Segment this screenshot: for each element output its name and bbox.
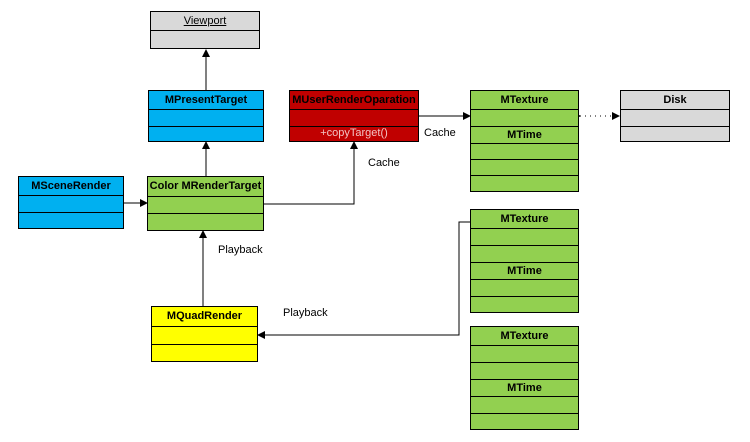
viewport-box: Viewport bbox=[150, 11, 260, 49]
cache-label-mid: Cache bbox=[368, 157, 400, 169]
disk-title: Disk bbox=[663, 94, 687, 106]
render-target-title: Color MRenderTarget bbox=[149, 180, 262, 192]
texture-group-1-box: MTexture MTime bbox=[470, 90, 579, 192]
texture-1-title: MTexture bbox=[500, 94, 549, 106]
cache-label-top: Cache bbox=[424, 127, 456, 139]
viewport-title: Viewport bbox=[183, 15, 227, 27]
playback-label-vertical: Playback bbox=[218, 244, 263, 256]
playback-label-horizontal: Playback bbox=[283, 307, 328, 319]
user-render-operation-title: MUserRenderOparation bbox=[292, 94, 416, 106]
quad-render-title: MQuadRender bbox=[166, 310, 243, 322]
present-target-box: MPresentTarget bbox=[148, 90, 264, 142]
texture-group-3-box: MTexture MTime bbox=[470, 326, 579, 430]
user-render-operation-box: MUserRenderOparation +copyTarget() bbox=[289, 90, 419, 142]
copy-target-operation: +copyTarget() bbox=[290, 126, 418, 142]
scene-render-box: MSceneRender bbox=[18, 176, 124, 229]
scene-render-title: MSceneRender bbox=[31, 180, 111, 192]
texture-2-title: MTexture bbox=[500, 213, 549, 225]
present-target-title: MPresentTarget bbox=[164, 94, 248, 106]
texture-3-title: MTexture bbox=[500, 330, 549, 342]
quad-render-box: MQuadRender bbox=[151, 306, 258, 362]
edge-rendertarget-to-userop bbox=[263, 141, 358, 205]
edge-texture2-to-quad bbox=[257, 221, 470, 339]
time-2-title: MTime bbox=[471, 262, 578, 279]
time-1-title: MTime bbox=[471, 126, 578, 143]
render-target-box: Color MRenderTarget bbox=[147, 176, 264, 231]
disk-box: Disk bbox=[620, 90, 730, 142]
texture-group-2-box: MTexture MTime bbox=[470, 209, 579, 313]
time-3-title: MTime bbox=[471, 379, 578, 396]
